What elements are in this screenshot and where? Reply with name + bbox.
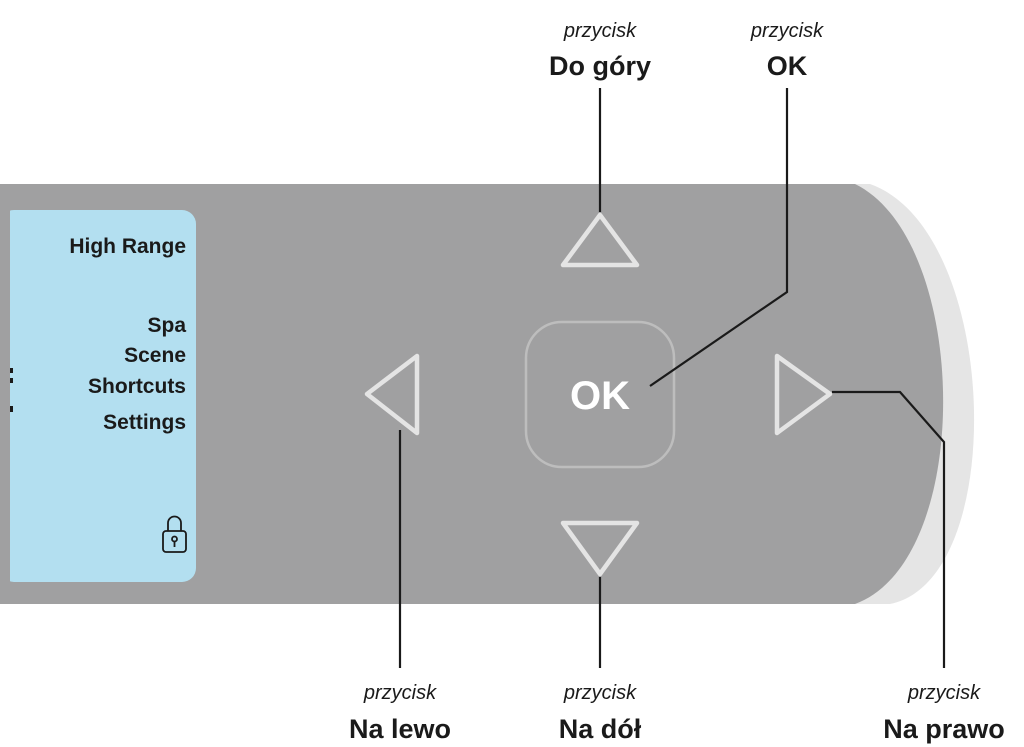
screen-item-scene[interactable]: Scene: [124, 344, 186, 367]
screen-item-spa[interactable]: Spa: [147, 314, 186, 337]
caption-right-name: Na prawo: [883, 714, 1005, 744]
caption-down-kind: przycisk: [563, 682, 637, 704]
screen-edge-marks: [10, 368, 13, 412]
caption-right-kind: przycisk: [907, 682, 981, 704]
caption-left-name: Na lewo: [349, 714, 451, 744]
caption-ok-name: OK: [767, 51, 808, 81]
caption-left-kind: przycisk: [363, 682, 437, 704]
caption-ok-kind: przycisk: [750, 20, 824, 42]
screen-item-high-range[interactable]: High Range: [69, 235, 186, 258]
right-button[interactable]: [774, 353, 833, 436]
lcd-screen: [0, 210, 196, 582]
caption-up-kind: przycisk: [563, 20, 637, 42]
lcd-edge: [0, 210, 10, 582]
leader-ok: [649, 88, 789, 387]
caption-up-name: Do góry: [549, 51, 651, 81]
screen-item-shortcuts[interactable]: Shortcuts: [88, 375, 186, 398]
up-button[interactable]: [560, 212, 640, 268]
caption-down-name: Na dół: [559, 714, 642, 744]
lock-icon[interactable]: [162, 515, 187, 553]
screen-item-settings[interactable]: Settings: [103, 411, 186, 434]
ok-button[interactable]: [524, 320, 676, 469]
down-button[interactable]: [560, 520, 640, 577]
leader-right: [832, 390, 946, 668]
left-button[interactable]: [364, 353, 420, 436]
panel-body: [0, 184, 944, 604]
ok-button-label: OK: [570, 374, 630, 418]
